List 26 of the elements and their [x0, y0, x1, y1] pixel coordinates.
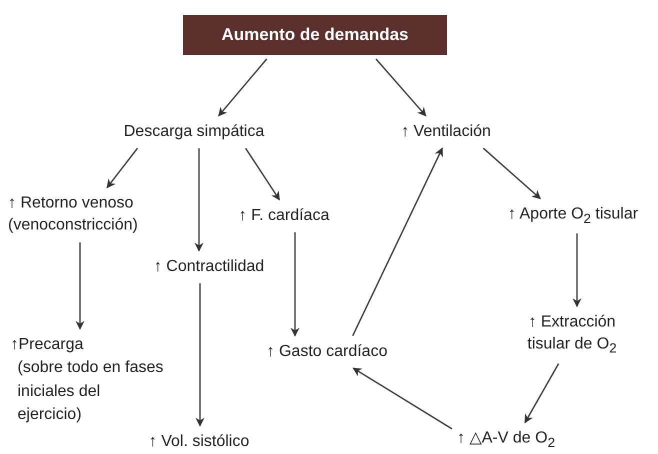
node-label: ↑ Ventilación [401, 120, 491, 144]
arrow [572, 233, 582, 308]
node-label: Descarga simpática [124, 120, 264, 144]
arrow [290, 232, 300, 337]
node-text: (sobre todo en fases iniciales del ejercicio) [16, 358, 164, 425]
node-label: ↑ F. cardíaca [238, 204, 330, 228]
node-label: ↑ △A-V de O$_{2}$ [457, 428, 555, 452]
node-label: ↑ Gasto cardíaco [266, 340, 388, 364]
arrow [194, 148, 204, 252]
node-heading: ↑Precarga [10, 335, 84, 356]
arrow [218, 58, 268, 116]
node-label: ↑ Extracción tisular de O$_{2}$ [510, 311, 634, 359]
arrow [524, 363, 560, 424]
node-label: ↑ Vol. sistólico [148, 430, 250, 454]
arrow [106, 148, 138, 188]
node-label: ↑ Retorno venoso (venoconstricción) [8, 192, 168, 238]
arrow [352, 368, 452, 430]
arrow [196, 283, 204, 427]
arrow [245, 148, 280, 201]
node-label: ↑ Aporte O$_{2}$ tisular [508, 204, 638, 228]
arrow [482, 148, 541, 200]
arrow [76, 242, 84, 330]
title-box: Aumento de demandas [183, 15, 447, 55]
arrow [352, 147, 443, 336]
node-label: ↑ Contractilidad [154, 256, 264, 278]
arrow [375, 58, 426, 116]
